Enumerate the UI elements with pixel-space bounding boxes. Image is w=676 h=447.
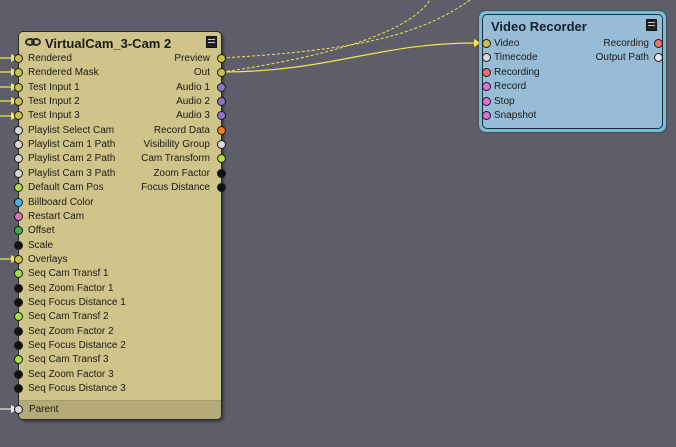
- port-dot-audio-1[interactable]: [217, 82, 226, 92]
- port-dot-cam-transform[interactable]: [217, 154, 226, 164]
- port-label-cam-transform: Cam Transform: [141, 153, 210, 165]
- port-dot-seq-cam-transf-1[interactable]: [14, 269, 23, 279]
- wire-preview-dashed: [221, 0, 471, 59]
- port-label-timecode: Timecode: [494, 52, 538, 64]
- port-label-scale: Scale: [28, 239, 54, 251]
- port-dot-snapshot[interactable]: [482, 111, 491, 120]
- port-label-recording: Recording: [603, 38, 649, 49]
- node-footer: Parent: [14, 400, 221, 419]
- port-dot-rendered-mask[interactable]: [14, 68, 23, 78]
- port-dot-out[interactable]: [217, 68, 226, 78]
- port-label-test-input-1: Test Input 1: [28, 81, 80, 93]
- port-label-rendered-mask: Rendered Mask: [28, 67, 99, 79]
- port-dot-focus-distance[interactable]: [217, 183, 226, 193]
- port-dot-playlist-select-cam[interactable]: [14, 125, 23, 135]
- port-label-rendered: Rendered: [28, 53, 72, 64]
- port-label-playlist-cam-3-path: Playlist Cam 3 Path: [28, 167, 116, 179]
- port-label-seq-cam-transf-2: Seq Cam Transf 2: [28, 311, 109, 323]
- port-label-test-input-3: Test Input 3: [28, 110, 80, 122]
- port-label-billboard-color: Billboard Color: [28, 196, 94, 208]
- port-label-stop: Stop: [494, 95, 515, 107]
- port-dot-stop[interactable]: [482, 96, 491, 106]
- port-dot-rendered[interactable]: [14, 54, 23, 63]
- port-label-parent: Parent: [29, 404, 59, 415]
- port-dot-timecode[interactable]: [482, 53, 491, 63]
- port-label-seq-cam-transf-1: Seq Cam Transf 1: [28, 268, 109, 280]
- port-label-audio-3: Audio 3: [176, 110, 210, 122]
- port-label-audio-1: Audio 1: [176, 81, 210, 93]
- port-dot-seq-cam-transf-3[interactable]: [14, 355, 23, 365]
- link-icon: [25, 38, 41, 46]
- port-dot-record[interactable]: [482, 82, 491, 92]
- port-dot-output-path[interactable]: [654, 53, 663, 63]
- arrow-video: [474, 39, 481, 47]
- wire-out-dashed: [221, 0, 431, 73]
- port-label-default-cam-pos: Default Cam Pos: [28, 182, 104, 194]
- port-dot-offset[interactable]: [14, 226, 23, 236]
- port-dot-recording[interactable]: [654, 39, 663, 48]
- port-label-record: Record: [494, 81, 527, 93]
- port-label-record-data: Record Data: [153, 124, 210, 136]
- node-title: Video Recorder: [491, 19, 587, 34]
- port-dot-seq-zoom-factor-1[interactable]: [14, 283, 23, 293]
- port-dot-record-data[interactable]: [217, 125, 226, 135]
- port-label-test-input-2: Test Input 2: [28, 96, 80, 108]
- node-menu-icon[interactable]: [206, 36, 217, 48]
- port-label-restart-cam: Restart Cam: [28, 210, 85, 222]
- port-dot-test-input-3[interactable]: [14, 111, 23, 121]
- port-dot-seq-zoom-factor-2[interactable]: [14, 326, 23, 336]
- port-dot-billboard-color[interactable]: [14, 197, 23, 207]
- port-dot-test-input-1[interactable]: [14, 82, 23, 92]
- port-dot-scale[interactable]: [14, 240, 23, 250]
- port-dot-video[interactable]: [482, 39, 491, 48]
- port-dot-seq-focus-distance-2[interactable]: [14, 341, 23, 350]
- port-dot-audio-3[interactable]: [217, 111, 226, 121]
- port-label-zoom-factor: Zoom Factor: [153, 167, 210, 179]
- port-label-playlist-cam-2-path: Playlist Cam 2 Path: [28, 153, 116, 165]
- port-label-seq-zoom-factor-2: Seq Zoom Factor 2: [28, 325, 114, 337]
- port-dot-playlist-cam-1-path[interactable]: [14, 140, 23, 150]
- port-label-snapshot: Snapshot: [494, 110, 537, 121]
- port-dot-playlist-cam-2-path[interactable]: [14, 154, 23, 164]
- port-dot-seq-focus-distance-1[interactable]: [14, 297, 23, 307]
- port-label-output-path: Output Path: [595, 52, 649, 64]
- port-dot-overlays[interactable]: [14, 254, 23, 264]
- node-title: VirtualCam_3-Cam 2: [45, 36, 172, 51]
- port-label-audio-2: Audio 2: [176, 96, 210, 108]
- port-dot-seq-zoom-factor-3[interactable]: [14, 369, 23, 379]
- port-label-seq-zoom-factor-1: Seq Zoom Factor 1: [28, 282, 114, 294]
- port-label-playlist-select-cam: Playlist Select Cam: [28, 124, 115, 136]
- port-label-overlays: Overlays: [28, 253, 68, 265]
- port-dot-preview[interactable]: [217, 54, 226, 63]
- port-label-preview: Preview: [174, 53, 210, 64]
- port-label-visibility-group: Visibility Group: [143, 139, 210, 151]
- port-dot-audio-2[interactable]: [217, 97, 226, 107]
- port-label-seq-focus-distance-3: Seq Focus Distance 3: [28, 383, 126, 395]
- port-label-seq-focus-distance-2: Seq Focus Distance 2: [28, 340, 126, 351]
- port-dot-seq-focus-distance-3[interactable]: [14, 384, 23, 394]
- port-dot-default-cam-pos[interactable]: [14, 183, 23, 193]
- port-label-video: Video: [494, 38, 520, 49]
- port-label-seq-cam-transf-3: Seq Cam Transf 3: [28, 354, 109, 366]
- port-dot-visibility-group[interactable]: [217, 140, 226, 150]
- port-label-out: Out: [193, 67, 210, 79]
- port-label-seq-zoom-factor-3: Seq Zoom Factor 3: [28, 368, 114, 380]
- port-label-playlist-cam-1-path: Playlist Cam 1 Path: [28, 139, 116, 151]
- port-label-focus-distance: Focus Distance: [141, 182, 210, 194]
- port-dot-recording[interactable]: [482, 67, 491, 77]
- port-label-seq-focus-distance-1: Seq Focus Distance 1: [28, 296, 126, 308]
- port-label-offset: Offset: [28, 225, 55, 237]
- wire-out-to-video: [221, 42, 481, 73]
- port-dot-seq-cam-transf-2[interactable]: [14, 312, 23, 322]
- node-menu-icon[interactable]: [646, 19, 657, 31]
- port-dot-restart-cam[interactable]: [14, 211, 23, 221]
- port-dot-playlist-cam-3-path[interactable]: [14, 168, 23, 178]
- port-dot-zoom-factor[interactable]: [217, 168, 226, 178]
- port-dot-parent[interactable]: [14, 405, 23, 414]
- port-label-recording: Recording: [494, 66, 540, 78]
- port-dot-test-input-2[interactable]: [14, 97, 23, 107]
